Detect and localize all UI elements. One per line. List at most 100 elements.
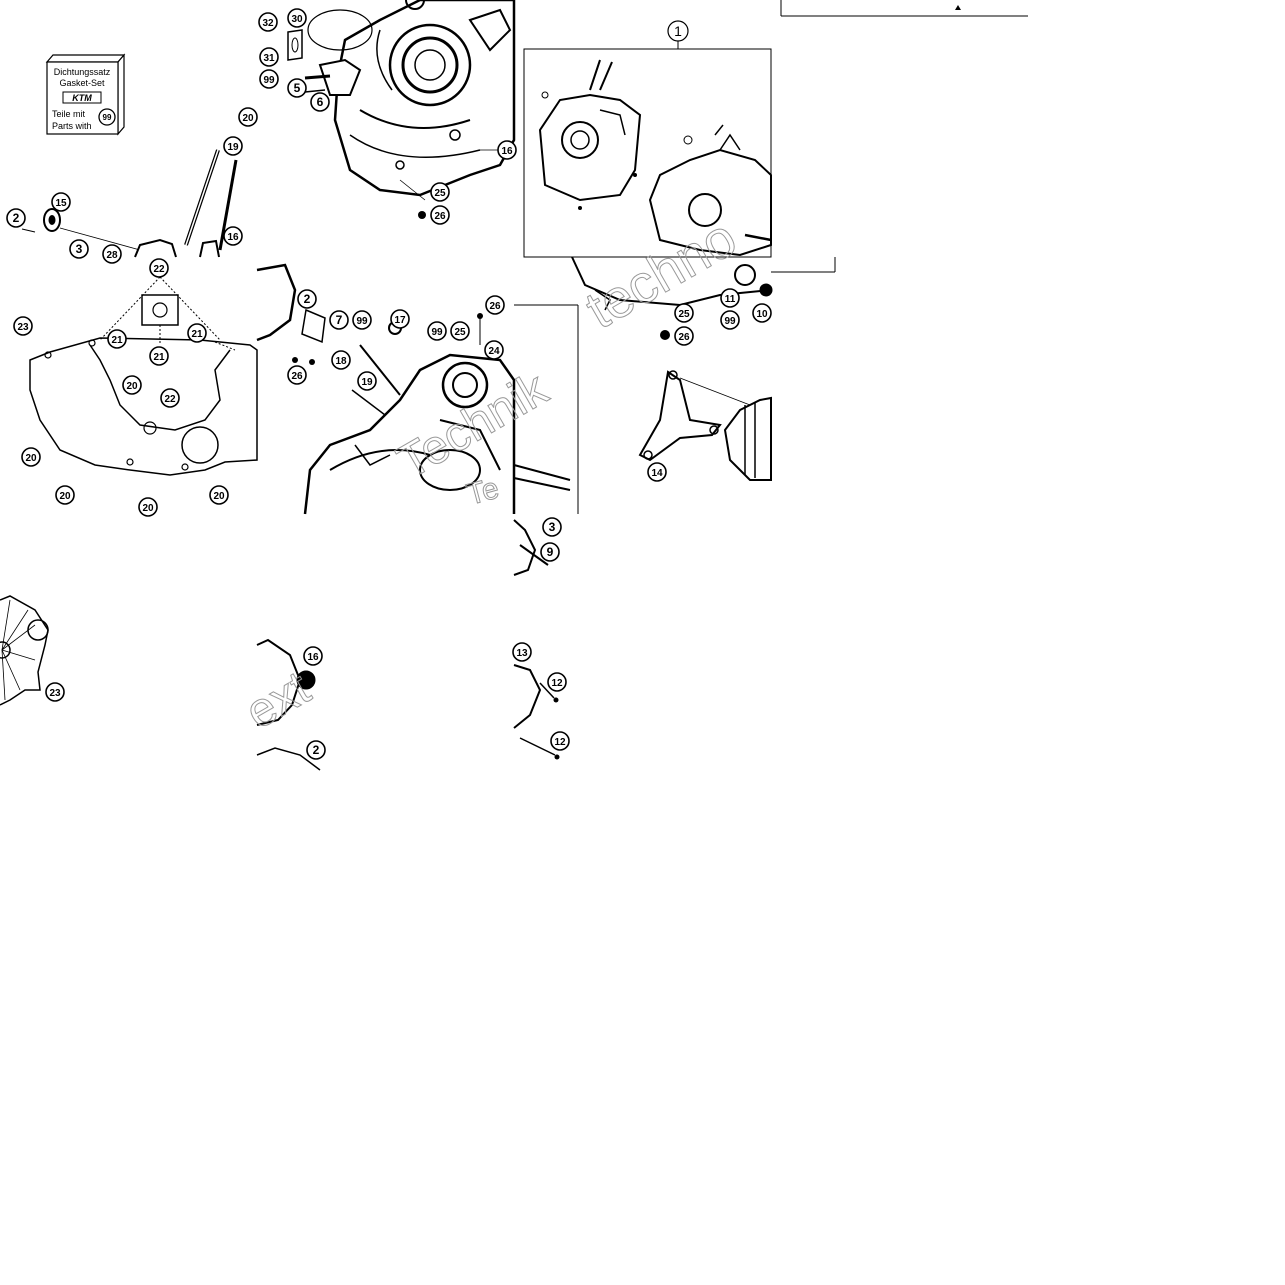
callout-circle xyxy=(390,309,410,329)
callout-c5[interactable]: 5 xyxy=(287,78,307,98)
callout-c16c[interactable]: 16 xyxy=(303,646,323,666)
callout-label: 21 xyxy=(153,352,165,363)
callout-circle xyxy=(51,192,71,212)
callout-circle xyxy=(357,371,377,391)
callout-label: 20 xyxy=(126,381,138,392)
crankcase-assembly-right[interactable] xyxy=(648,124,772,257)
crankcase-assembly-left[interactable] xyxy=(538,59,642,202)
callout-label: 17 xyxy=(394,315,406,326)
callout-circle xyxy=(331,350,351,370)
callout-c20e[interactable]: 20 xyxy=(138,497,158,517)
callout-label: 9 xyxy=(547,545,554,559)
callout-circle xyxy=(223,136,243,156)
callout-c25b[interactable]: 25 xyxy=(450,321,470,341)
callout-c99d[interactable]: 99 xyxy=(720,310,740,330)
tile-gasket-fragment xyxy=(0,595,49,706)
callout-c19b[interactable]: 19 xyxy=(357,371,377,391)
callout-c2a[interactable]: 2 xyxy=(6,208,26,228)
callout-label: 21 xyxy=(111,335,123,346)
crankcase-left-half[interactable] xyxy=(333,0,516,197)
callout-circle xyxy=(259,47,279,67)
callout-c7[interactable]: 7 xyxy=(329,310,349,330)
callout-c20f[interactable]: 20 xyxy=(209,485,229,505)
callout-circle xyxy=(674,326,694,346)
callout-c26a[interactable]: 26 xyxy=(430,205,450,225)
callout-label: 18 xyxy=(335,356,347,367)
callout-label: 6 xyxy=(317,95,324,109)
callout-c26d[interactable]: 26 xyxy=(674,326,694,346)
oil-pump-gasket[interactable] xyxy=(0,595,49,706)
callout-c3a[interactable]: 3 xyxy=(69,239,89,259)
callout-c99c[interactable]: 99 xyxy=(427,321,447,341)
callout-c31[interactable]: 31 xyxy=(259,47,279,67)
gasket-box-brand: KTM xyxy=(72,93,92,103)
assembly-callout-1[interactable]: 1 xyxy=(667,20,689,42)
gasket-kit-box[interactable]: Dichtungssatz Gasket-Set KTM Teile mit P… xyxy=(45,53,126,136)
callout-c23b[interactable]: 23 xyxy=(45,682,65,702)
callout-c24[interactable]: 24 xyxy=(484,340,504,360)
callout-label: 12 xyxy=(551,678,563,689)
callout-c32[interactable]: 32 xyxy=(258,12,278,32)
crankcase-gasket[interactable] xyxy=(29,294,258,476)
callout-c25c[interactable]: 25 xyxy=(674,303,694,323)
callout-c20b[interactable]: 20 xyxy=(122,375,142,395)
callout-label: 20 xyxy=(59,491,71,502)
callout-c15[interactable]: 15 xyxy=(51,192,71,212)
callout-c2c[interactable]: 2 xyxy=(306,740,326,760)
gasket-box-line2: Gasket-Set xyxy=(59,78,105,88)
callout-c22b[interactable]: 22 xyxy=(160,388,180,408)
starter-motor[interactable] xyxy=(723,396,772,481)
callout-c26c[interactable]: 26 xyxy=(287,365,307,385)
callout-c20a[interactable]: 20 xyxy=(238,107,258,127)
callout-label: 30 xyxy=(291,14,303,25)
tile-gasket-kit: Dichtungssatz Gasket-Set KTM Teile mit P… xyxy=(21,53,238,258)
callout-label: 26 xyxy=(291,371,303,382)
callout-c99b[interactable]: 99 xyxy=(352,310,372,330)
callout-c10[interactable]: 10 xyxy=(752,303,772,323)
callout-c20c[interactable]: 20 xyxy=(21,447,41,467)
callout-circle xyxy=(310,92,330,112)
callout-c21c[interactable]: 21 xyxy=(149,346,169,366)
callout-c14[interactable]: 14 xyxy=(647,462,667,482)
callout-label: 16 xyxy=(501,146,513,157)
callout-circle xyxy=(107,329,127,349)
callout-circle xyxy=(149,346,169,366)
callout-c21b[interactable]: 21 xyxy=(187,323,207,343)
callout-circle xyxy=(149,258,169,278)
callout-label: 19 xyxy=(227,142,239,153)
callout-c9[interactable]: 9 xyxy=(540,542,560,562)
callout-c20d[interactable]: 20 xyxy=(55,485,75,505)
callout-c22a[interactable]: 22 xyxy=(149,258,169,278)
callout-c18[interactable]: 18 xyxy=(331,350,351,370)
assembly-frame xyxy=(523,48,772,258)
callout-c26b[interactable]: 26 xyxy=(485,295,505,315)
callout-c2b[interactable]: 2 xyxy=(297,289,317,309)
callout-c30[interactable]: 30 xyxy=(287,8,307,28)
callout-c28[interactable]: 28 xyxy=(102,244,122,264)
callout-c16a[interactable]: 16 xyxy=(497,140,517,160)
callout-label: 16 xyxy=(307,652,319,663)
clutch-cover-fragment[interactable] xyxy=(256,638,321,771)
callout-c13[interactable]: 13 xyxy=(512,642,532,662)
callout-circle xyxy=(540,542,560,562)
callout-label: 14 xyxy=(651,468,663,479)
callout-c11[interactable]: 11 xyxy=(720,288,740,308)
gasket-box-line1: Dichtungssatz xyxy=(54,67,111,77)
callout-c17[interactable]: 17 xyxy=(390,309,410,329)
callout-label: 24 xyxy=(488,346,500,357)
callout-c12b[interactable]: 12 xyxy=(550,731,570,751)
callout-label: 5 xyxy=(294,81,301,95)
callout-c25a[interactable]: 25 xyxy=(430,182,450,202)
callout-c99a[interactable]: 99 xyxy=(259,69,279,89)
callout-c12a[interactable]: 12 xyxy=(547,672,567,692)
engine-mount-bracket[interactable] xyxy=(638,370,722,462)
callout-c3b[interactable]: 3 xyxy=(542,517,562,537)
callout-c19a[interactable]: 19 xyxy=(223,136,243,156)
callout-label: 25 xyxy=(434,188,446,199)
callout-c16b[interactable]: 16 xyxy=(223,226,243,246)
tile-crankcase-gasket xyxy=(29,276,258,476)
crankcase-right-half[interactable] xyxy=(256,263,516,515)
callout-c6[interactable]: 6 xyxy=(310,92,330,112)
callout-c21a[interactable]: 21 xyxy=(107,329,127,349)
callout-c23a[interactable]: 23 xyxy=(13,316,33,336)
